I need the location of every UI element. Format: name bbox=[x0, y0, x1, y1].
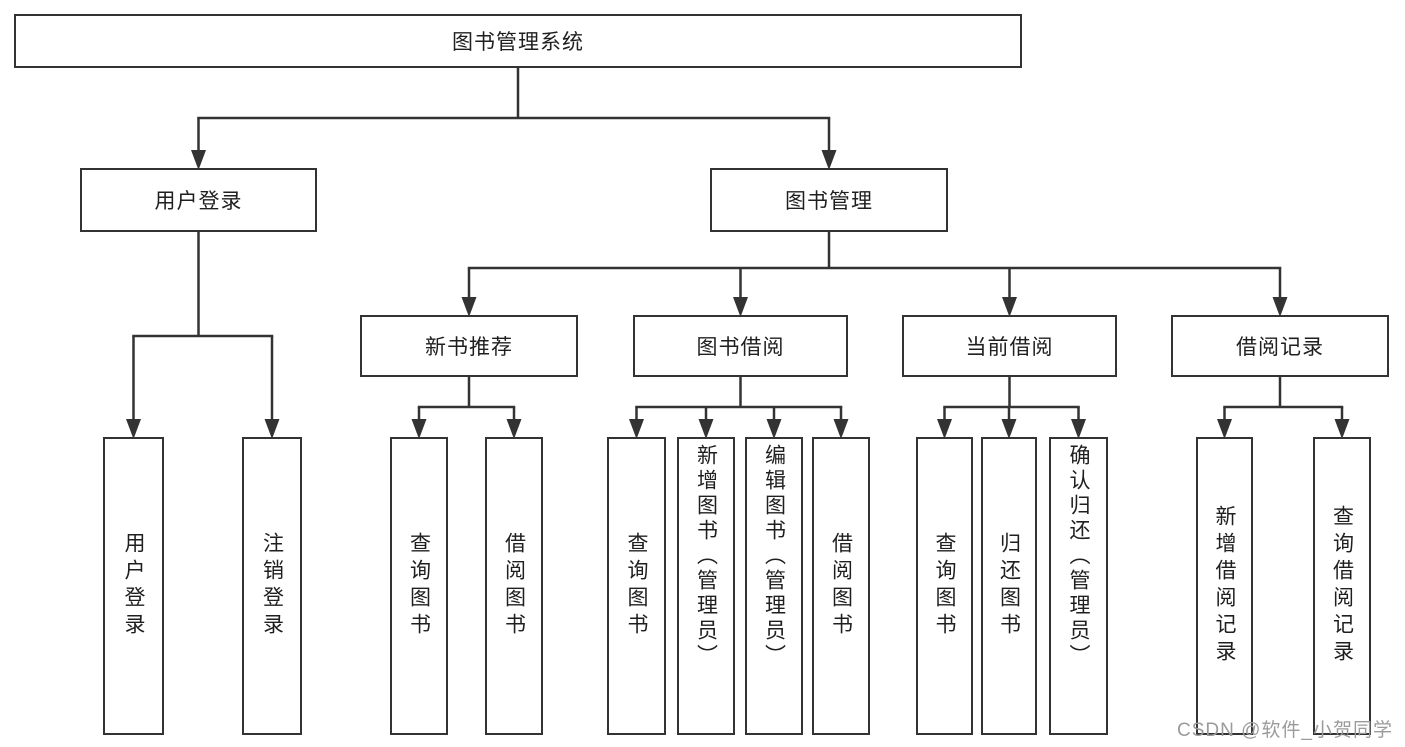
node-label: 图书管理系统 bbox=[452, 31, 584, 54]
node-label: 新书推荐 bbox=[425, 336, 513, 359]
node-l-new-borrow: 借阅图书 bbox=[485, 437, 543, 735]
node-n-borrow: 图书借阅 bbox=[633, 315, 848, 377]
node-n-mgmt: 图书管理 bbox=[710, 168, 948, 232]
node-n-current: 当前借阅 bbox=[902, 315, 1117, 377]
node-label: 借阅图书 bbox=[829, 532, 853, 640]
node-label: 查询图书 bbox=[933, 532, 957, 640]
node-n-new: 新书推荐 bbox=[360, 315, 578, 377]
node-label: 图书借阅 bbox=[696, 336, 785, 359]
node-l-rec-query: 查询借阅记录 bbox=[1313, 437, 1371, 735]
node-label: 查询图书 bbox=[407, 532, 431, 640]
node-n-records: 借阅记录 bbox=[1171, 315, 1389, 377]
arrowhead-icon bbox=[506, 419, 522, 439]
node-l-rec-add: 新增借阅记录 bbox=[1196, 437, 1253, 735]
arrowhead-icon bbox=[733, 297, 748, 317]
node-label: 确认归还（管理员） bbox=[1067, 444, 1091, 669]
node-l-logout: 注销登录 bbox=[242, 437, 302, 735]
arrowhead-icon bbox=[1002, 297, 1017, 317]
node-label: 新增图书（管理员） bbox=[694, 444, 718, 669]
node-l-bor-query: 查询图书 bbox=[607, 437, 666, 735]
node-l-bor-add: 新增图书（管理员） bbox=[677, 437, 735, 735]
node-l-cur-confirm: 确认归还（管理员） bbox=[1049, 437, 1108, 735]
node-n-login: 用户登录 bbox=[80, 168, 317, 232]
arrowhead-icon bbox=[821, 150, 837, 170]
node-label: 借阅记录 bbox=[1236, 336, 1324, 359]
node-label: 图书管理 bbox=[785, 190, 873, 213]
arrowhead-icon bbox=[264, 419, 280, 439]
node-label: 查询图书 bbox=[625, 532, 649, 640]
node-label: 编辑图书（管理员） bbox=[762, 444, 786, 669]
node-label: 注销登录 bbox=[260, 532, 284, 640]
arrowhead-icon bbox=[411, 419, 427, 439]
node-l-cur-return: 归还图书 bbox=[981, 437, 1037, 735]
arrowhead-icon bbox=[191, 150, 206, 170]
node-l-bor-edit: 编辑图书（管理员） bbox=[745, 437, 803, 735]
node-label: 查询借阅记录 bbox=[1330, 505, 1354, 667]
node-l-new-query: 查询图书 bbox=[390, 437, 448, 735]
node-l-bor-borrow: 借阅图书 bbox=[812, 437, 870, 735]
node-label: 用户登录 bbox=[122, 532, 146, 640]
node-l-cur-query: 查询图书 bbox=[916, 437, 973, 735]
watermark: CSDN @软件_小贺同学 bbox=[1177, 720, 1393, 741]
node-label: 当前借阅 bbox=[965, 336, 1054, 359]
arrowhead-icon bbox=[766, 419, 782, 439]
node-l-user-login: 用户登录 bbox=[103, 437, 164, 735]
arrowhead-icon bbox=[833, 419, 849, 439]
arrowhead-icon bbox=[1217, 419, 1232, 439]
arrowhead-icon bbox=[461, 297, 477, 317]
node-label: 归还图书 bbox=[997, 532, 1021, 640]
node-label: 用户登录 bbox=[154, 190, 243, 213]
node-root: 图书管理系统 bbox=[14, 14, 1022, 68]
node-label: 借阅图书 bbox=[502, 532, 526, 640]
arrowhead-icon bbox=[126, 419, 141, 439]
arrowhead-icon bbox=[937, 419, 952, 439]
arrowhead-icon bbox=[698, 419, 714, 439]
arrowhead-icon bbox=[1071, 419, 1086, 439]
node-label: 新增借阅记录 bbox=[1213, 505, 1237, 667]
arrowhead-icon bbox=[1272, 297, 1288, 317]
arrowhead-icon bbox=[629, 419, 644, 439]
arrowhead-icon bbox=[1334, 419, 1350, 439]
arrowhead-icon bbox=[1001, 419, 1017, 439]
